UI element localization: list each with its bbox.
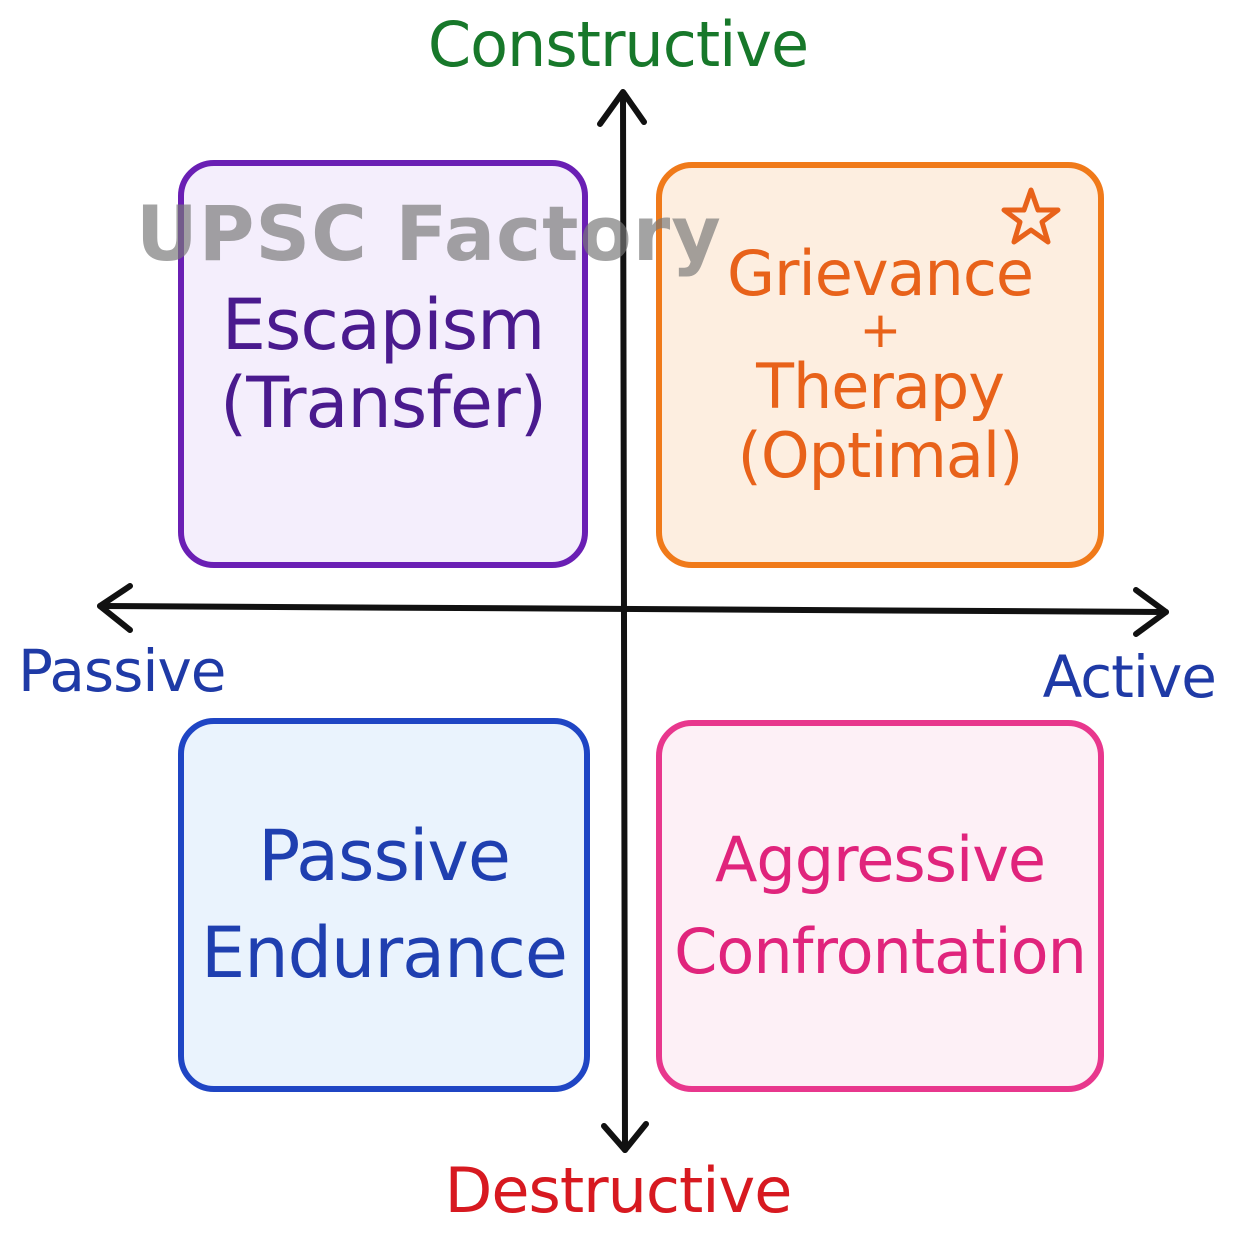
vertical-axis	[620, 91, 628, 1153]
quadrant-title: Escapism	[221, 283, 546, 366]
quadrant-subtitle: (Transfer)	[219, 362, 547, 444]
passive-label: Passive	[18, 637, 226, 705]
quadrant-grievance-therapy: Grievance + Therapy (Optimal)	[656, 162, 1104, 568]
plus-sign: +	[859, 301, 902, 360]
active-label: Active	[1042, 643, 1217, 711]
quadrant-subtitle: (Optimal)	[737, 418, 1024, 492]
left-arrow-icon	[97, 583, 133, 633]
quadrant-title: Grievance	[726, 237, 1034, 311]
quadrant-escapism: Escapism (Transfer)	[178, 160, 588, 568]
horizontal-axis	[97, 603, 1169, 615]
constructive-label: Constructive	[427, 8, 809, 81]
destructive-label: Destructive	[444, 1154, 793, 1227]
quadrant-title: Aggressive	[714, 823, 1046, 897]
quadrant-title-2: Therapy	[756, 350, 1005, 424]
quadrant-title-2: Confrontation	[674, 915, 1087, 988]
down-arrow-icon	[601, 1121, 649, 1153]
right-arrow-icon	[1133, 587, 1169, 637]
quadrant-title-2: Endurance	[201, 912, 568, 994]
quadrant-aggressive-confrontation: Aggressive Confrontation	[656, 720, 1104, 1092]
star-icon	[1001, 187, 1061, 245]
up-arrow-icon	[597, 89, 647, 127]
quadrant-passive-endurance: Passive Endurance	[178, 718, 590, 1092]
quadrant-title: Passive	[258, 815, 511, 898]
